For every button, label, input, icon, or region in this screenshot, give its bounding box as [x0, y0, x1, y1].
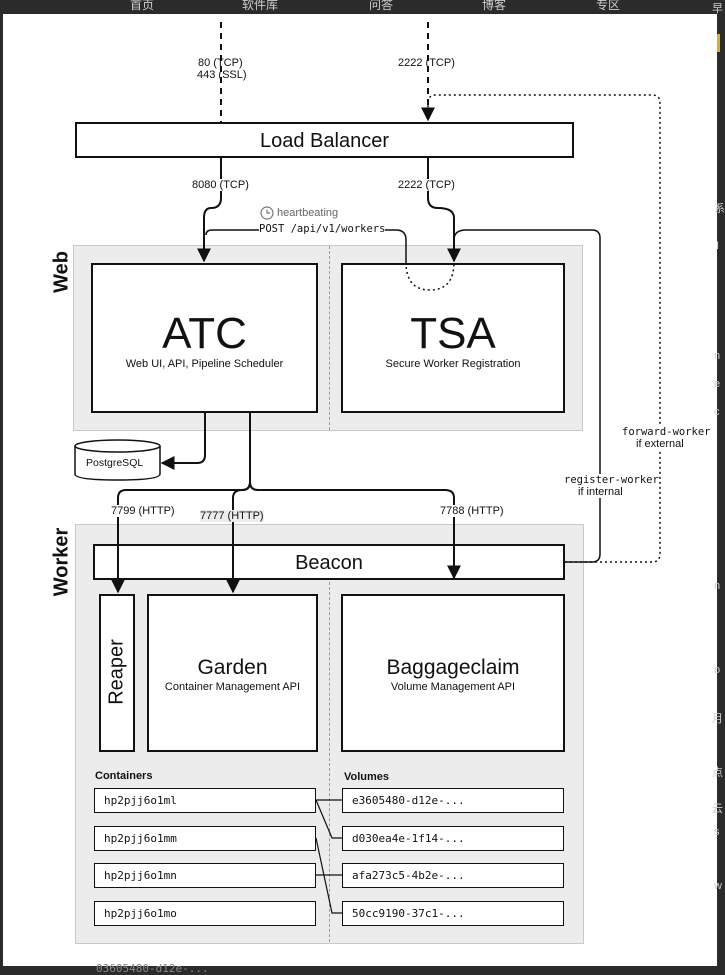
garden-subtitle: Container Management API [164, 681, 301, 693]
mapping-line [315, 799, 342, 839]
mapping-line [315, 837, 342, 914]
postgres-cylinder [74, 439, 161, 481]
register-worker-line [453, 229, 601, 563]
heartbeat-line [205, 229, 407, 262]
edge-glyph: s [714, 826, 720, 838]
forward-worker-cmd: forward-worker [622, 426, 711, 438]
volume-row[interactable]: 50cc9190-37c1-... [342, 901, 564, 926]
baggageclaim-box[interactable]: Baggageclaim Volume Management API [341, 594, 565, 752]
bleed-text: 03605480-d12e-... [96, 962, 209, 975]
edge-glyph: n [714, 350, 721, 362]
nav-item-zone[interactable]: 专区 [596, 0, 621, 12]
baggageclaim-title: Baggageclaim [386, 656, 520, 679]
nav-item-software[interactable]: 软件库 [242, 0, 279, 12]
container-row[interactable]: hp2pjj6o1mn [94, 863, 316, 888]
container-row[interactable]: hp2pjj6o1mm [94, 826, 316, 851]
tsa-subtitle: Secure Worker Registration [385, 358, 521, 370]
bottom-strip [0, 966, 720, 974]
container-row[interactable]: hp2pjj6o1mo [94, 901, 316, 926]
edge-glyph: n [714, 580, 721, 592]
garden-title: Garden [197, 656, 268, 679]
edge-accent [715, 34, 720, 52]
edge-glyph: I [716, 240, 720, 252]
atc-to-postgres-arrow [160, 413, 206, 470]
load-balancer-box[interactable]: Load Balancer [75, 122, 574, 158]
atc-to-reaper-arrow [111, 481, 251, 594]
forward-worker-note: if external [636, 438, 684, 450]
volumes-heading: Volumes [344, 771, 390, 783]
edge-glyph: 系 [714, 203, 725, 215]
tsa-box[interactable]: TSA Secure Worker Registration [341, 263, 565, 413]
edge-glyph: 云 [712, 803, 723, 815]
atc-title: ATC [162, 309, 247, 358]
edge-glyph: w [714, 880, 722, 892]
inbound-ssh-port: 2222 (TCP) [398, 57, 455, 69]
load-balancer-label: Load Balancer [260, 130, 389, 152]
nav-item-blog[interactable]: 博客 [482, 0, 507, 12]
volume-row[interactable]: afa273c5-4b2e-... [342, 863, 564, 888]
lb-to-atc-arrow [197, 158, 222, 263]
heartbeat-dotted-loop [405, 261, 455, 291]
edge-glyph: 点 [712, 767, 723, 779]
atc-to-worker-trunk [249, 413, 461, 580]
tsa-title: TSA [410, 309, 496, 358]
lb-to-atc-port: 8080 (TCP) [192, 179, 249, 191]
top-nav: 首页 软件库 问答 博客 专区 [0, 0, 720, 14]
volume-row[interactable]: e3605480-d12e-... [342, 788, 564, 813]
web-divider [329, 246, 330, 430]
edge-glyph: o [714, 664, 721, 676]
edge-glyph: 月 [712, 713, 723, 725]
heartbeat-endpoint: POST /api/v1/workers [259, 223, 386, 235]
baggageclaim-port: 7788 (HTTP) [440, 505, 504, 517]
lb-to-tsa-port: 2222 (TCP) [398, 179, 455, 191]
nav-item-home[interactable]: 首页 [130, 0, 155, 12]
beacon-box[interactable]: Beacon [93, 544, 565, 580]
atc-subtitle: Web UI, API, Pipeline Scheduler [125, 358, 284, 370]
register-worker-cmd: register-worker [564, 474, 659, 486]
atc-box[interactable]: ATC Web UI, API, Pipeline Scheduler [91, 263, 318, 413]
edge-glyph: c [714, 406, 720, 418]
heartbeat-label: heartbeating [277, 207, 339, 219]
reaper-box[interactable]: Reaper [99, 594, 135, 752]
nav-item-qa[interactable]: 问答 [369, 0, 394, 12]
lb-to-tsa-arrow [427, 158, 461, 263]
containers-heading: Containers [95, 770, 153, 782]
reaper-port: 7799 (HTTP) [111, 505, 175, 517]
container-row[interactable]: hp2pjj6o1ml [94, 788, 316, 813]
forward-worker-line [427, 94, 661, 563]
clock-icon [260, 206, 274, 220]
edge-glyph: e [714, 378, 721, 390]
garden-box[interactable]: Garden Container Management API [147, 594, 318, 752]
baggageclaim-subtitle: Volume Management API [390, 681, 516, 693]
inbound-web-port-1: 80 (TCP) [198, 57, 243, 69]
beacon-label: Beacon [295, 552, 363, 574]
edge-glyph: 早 [712, 3, 723, 15]
volume-row[interactable]: d030ea4e-1f14-... [342, 826, 564, 851]
worker-divider [329, 582, 330, 942]
postgres-label: PostgreSQL [86, 457, 144, 469]
inbound-web-port-2: 443 (SSL) [197, 69, 247, 81]
atc-to-garden-arrow [226, 481, 251, 594]
register-worker-note: if internal [578, 486, 623, 498]
garden-port: 7777 (HTTP) [200, 510, 264, 522]
